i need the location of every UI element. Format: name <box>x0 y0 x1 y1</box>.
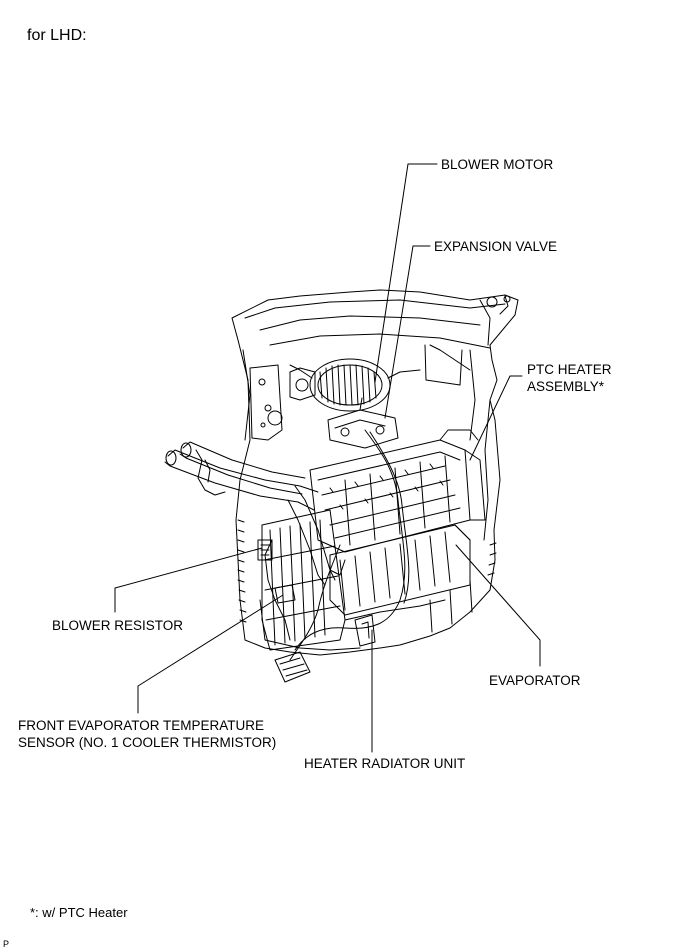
footnote: *: w/ PTC Heater <box>30 905 128 920</box>
label-evaporator: EVAPORATOR <box>489 673 581 688</box>
leader-expansion-valve <box>384 245 431 419</box>
leader-evaporator <box>455 544 541 667</box>
leader-lines <box>114 163 541 753</box>
label-heater-radiator-unit: HEATER RADIATOR UNIT <box>304 756 466 771</box>
label-ptc-heater-line1: PTC HEATER <box>527 362 612 377</box>
leader-blower-motor <box>374 163 438 383</box>
heater-radiator-unit <box>261 509 446 651</box>
evaporator <box>329 524 471 616</box>
leader-front-evap-sensor <box>137 594 284 714</box>
diagram-heading: for LHD: <box>27 27 87 44</box>
wiring-harness <box>257 429 410 683</box>
leader-ptc-heater <box>469 375 523 461</box>
expansion-valve <box>327 397 399 449</box>
label-blower-motor: BLOWER MOTOR <box>441 157 554 172</box>
ptc-heater-assembly <box>309 429 486 553</box>
label-blower-resistor: BLOWER RESISTOR <box>52 618 184 633</box>
figure-code: P <box>3 939 10 949</box>
label-front-evap-sensor-line2: SENSOR (NO. 1 COOLER THERMISTOR) <box>18 735 277 750</box>
label-expansion-valve: EXPANSION VALVE <box>434 239 558 254</box>
leader-blower-resistor <box>114 547 263 613</box>
label-front-evap-sensor-line1: FRONT EVAPORATOR TEMPERATURE <box>18 718 265 733</box>
heater-pipes <box>164 441 346 586</box>
label-ptc-heater-line2: ASSEMBLY* <box>527 379 605 394</box>
